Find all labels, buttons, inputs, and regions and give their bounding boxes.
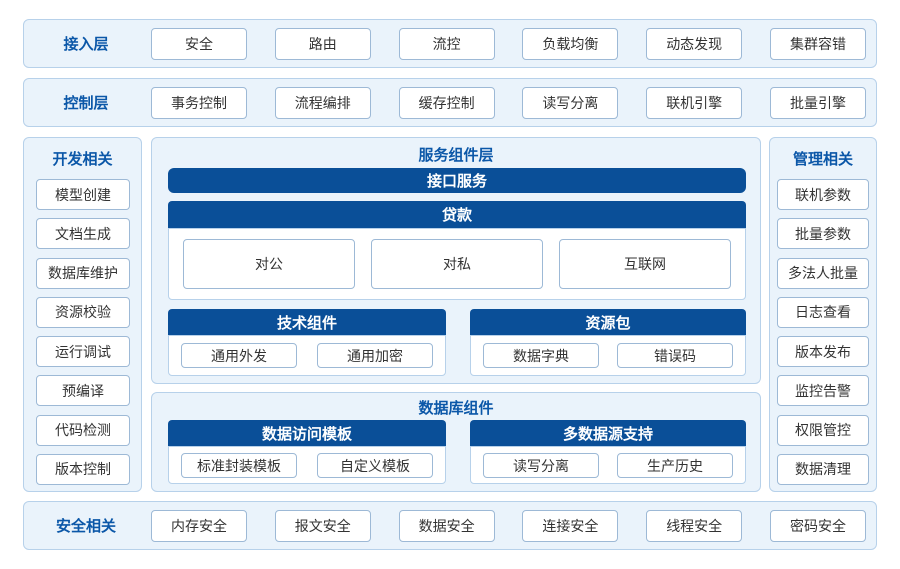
access-item: 动态发现 [646,28,743,60]
access-layer-title: 接入层 [63,35,109,53]
resource-items: 数据字典 错误码 [483,343,733,368]
db-multi-items: 读写分离 生产历史 [483,453,733,478]
db-multi-item: 读写分离 [483,453,599,478]
access-item: 集群容错 [769,28,866,60]
loan-bar: 贷款 [168,201,746,228]
dev-items: 模型创建 文档生成 数据库维护 资源校验 运行调试 预编译 代码检测 版本控制 [36,179,130,485]
control-item: 读写分离 [522,87,619,119]
service-layer-title: 服务组件层 [418,146,494,164]
loan-items: 对公 对私 互联网 [183,239,731,289]
dev-item: 预编译 [36,375,130,407]
db-template-item: 标准封装模板 [181,453,297,478]
control-item: 事务控制 [151,87,247,119]
security-item: 线程安全 [646,510,743,542]
mgmt-items: 联机参数 批量参数 多法人批量 日志查看 版本发布 监控告警 权限管控 数据清理 [777,179,869,485]
dev-title: 开发相关 [52,150,113,168]
dev-item: 模型创建 [36,179,130,210]
security-item: 内存安全 [151,510,247,542]
loan-item: 对公 [183,239,355,289]
mgmt-item: 权限管控 [777,414,869,446]
db-template-panel: 标准封装模板 自定义模板 [168,446,446,484]
control-layer-panel: 控制层 事务控制 流程编排 缓存控制 读写分离 联机引擎 批量引擎 [23,78,877,127]
control-item: 联机引擎 [646,87,743,119]
dev-panel: 开发相关 模型创建 文档生成 数据库维护 资源校验 运行调试 预编译 代码检测 … [23,137,142,492]
mgmt-panel: 管理相关 联机参数 批量参数 多法人批量 日志查看 版本发布 监控告警 权限管控… [769,137,877,492]
mgmt-item: 批量参数 [777,218,869,250]
loan-panel: 对公 对私 互联网 [168,228,746,300]
security-items: 内存安全 报文安全 数据安全 连接安全 线程安全 密码安全 [151,510,866,542]
db-template-items: 标准封装模板 自定义模板 [181,453,433,478]
access-item: 路由 [274,28,371,60]
tech-items: 通用外发 通用加密 [181,343,433,368]
resource-item: 错误码 [617,343,733,368]
tech-bar: 技术组件 [168,309,446,335]
security-item: 数据安全 [398,510,495,542]
access-layer-panel: 接入层 安全 路由 流控 负载均衡 动态发现 集群容错 [23,19,877,68]
resource-item: 数据字典 [483,343,599,368]
db-template-bar: 数据访问模板 [168,420,446,446]
mgmt-item: 监控告警 [777,375,869,407]
db-multi-panel: 读写分离 生产历史 [470,446,746,484]
mgmt-item: 数据清理 [777,453,869,485]
resource-panel: 数据字典 错误码 [470,335,746,376]
control-layer-items: 事务控制 流程编排 缓存控制 读写分离 联机引擎 批量引擎 [151,87,866,119]
dev-item: 运行调试 [36,336,130,368]
control-layer-title: 控制层 [63,94,109,112]
dev-item: 版本控制 [36,453,130,485]
db-multi-bar: 多数据源支持 [470,420,746,446]
security-item: 连接安全 [522,510,619,542]
access-layer-items: 安全 路由 流控 负载均衡 动态发现 集群容错 [151,28,866,60]
control-item: 批量引擎 [769,87,866,119]
interface-service-bar: 接口服务 [168,168,746,193]
db-layer-panel: 数据库组件 数据访问模板 标准封装模板 自定义模板 多数据源支持 读写分离 生产… [151,392,761,492]
mgmt-title: 管理相关 [792,150,853,168]
mgmt-item: 版本发布 [777,336,869,368]
security-title: 安全相关 [55,517,116,535]
security-item: 报文安全 [274,510,371,542]
dev-item: 资源校验 [36,296,130,328]
db-template-item: 自定义模板 [317,453,433,478]
db-multi-item: 生产历史 [617,453,733,478]
dev-item: 数据库维护 [36,257,130,289]
mgmt-item: 多法人批量 [777,257,869,289]
resource-bar: 资源包 [470,309,746,335]
security-panel: 安全相关 内存安全 报文安全 数据安全 连接安全 线程安全 密码安全 [23,501,877,550]
security-item: 密码安全 [769,510,866,542]
dev-item: 文档生成 [36,218,130,250]
access-item: 负载均衡 [522,28,619,60]
tech-panel: 通用外发 通用加密 [168,335,446,376]
control-item: 流程编排 [274,87,371,119]
mgmt-item: 联机参数 [777,179,869,210]
tech-item: 通用外发 [181,343,297,368]
service-layer-panel: 服务组件层 接口服务 贷款 对公 对私 互联网 技术组件 通用外发 通用加密 资… [151,137,761,384]
loan-item: 对私 [371,239,543,289]
access-item: 安全 [151,28,247,60]
control-item: 缓存控制 [398,87,495,119]
dev-item: 代码检测 [36,414,130,446]
tech-item: 通用加密 [317,343,433,368]
db-layer-title: 数据库组件 [418,399,494,417]
loan-item: 互联网 [559,239,731,289]
access-item: 流控 [398,28,495,60]
mgmt-item: 日志查看 [777,296,869,328]
